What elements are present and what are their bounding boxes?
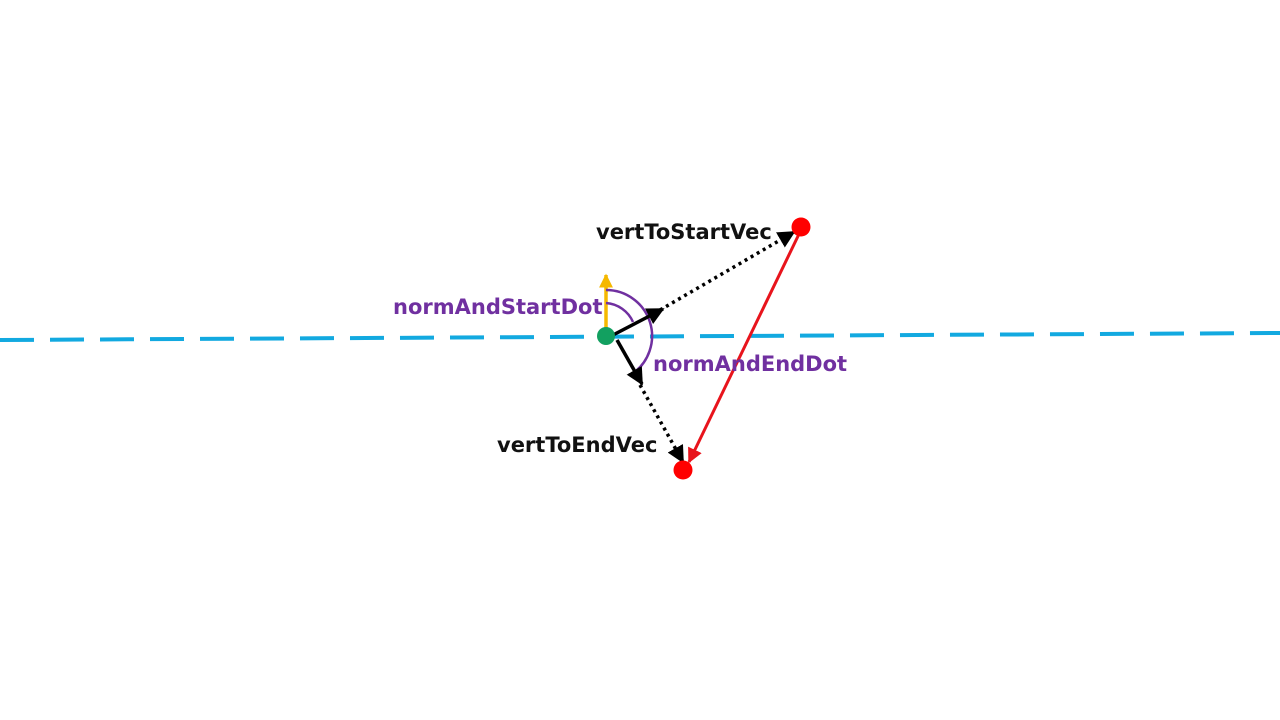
end-point bbox=[673, 460, 693, 480]
norm-and-end-dot-label: normAndEndDot bbox=[653, 352, 847, 376]
vert-to-start-dotted-line bbox=[659, 230, 796, 312]
vert-to-start-vec-label: vertToStartVec bbox=[596, 220, 772, 244]
start-point bbox=[791, 217, 811, 237]
vert-to-start-unit-vector bbox=[612, 307, 665, 337]
segment-line bbox=[687, 231, 802, 464]
vert-to-end-vec-label: vertToEndVec bbox=[497, 433, 657, 457]
norm-and-start-angle-arc bbox=[605, 301, 635, 323]
vertex-point bbox=[597, 327, 615, 345]
plane-line bbox=[0, 331, 1280, 342]
norm-and-start-dot-label: normAndStartDot bbox=[393, 295, 602, 319]
vert-to-end-dotted-line bbox=[638, 384, 685, 464]
vert-to-end-unit-vector bbox=[615, 339, 644, 386]
